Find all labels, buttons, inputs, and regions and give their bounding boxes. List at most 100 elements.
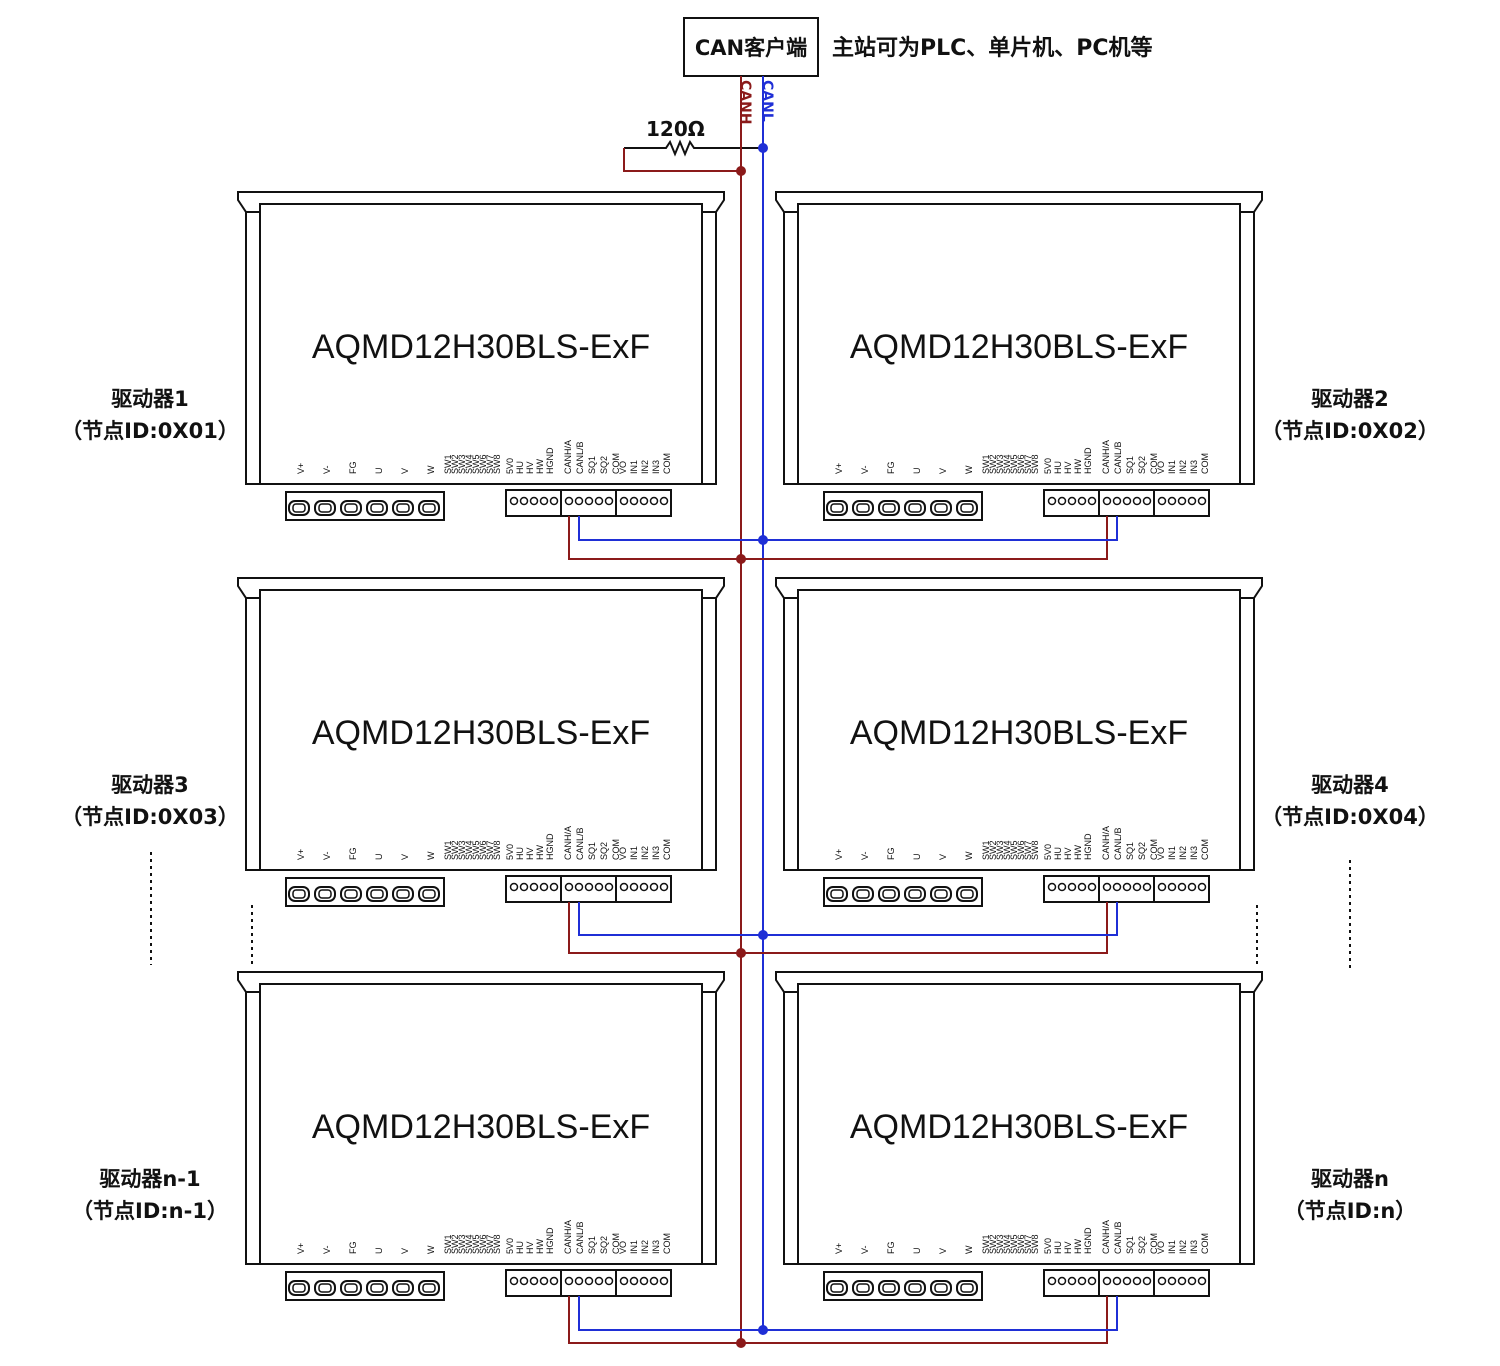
connector-pin bbox=[629, 496, 639, 506]
connector-pin bbox=[529, 496, 539, 506]
pin-label: SW6 bbox=[1016, 840, 1026, 860]
pin-label: U bbox=[374, 468, 384, 475]
pin-label: HV bbox=[525, 847, 535, 860]
canh-junction bbox=[736, 166, 746, 176]
pin-label: SW3 bbox=[457, 840, 467, 860]
pin-label: IN2 bbox=[1178, 460, 1188, 474]
connector-pin bbox=[1087, 882, 1097, 892]
connector-pin bbox=[1142, 1276, 1152, 1286]
driver-left-rail bbox=[245, 211, 261, 485]
pin-label: V bbox=[938, 468, 948, 474]
connector-pin bbox=[584, 496, 594, 506]
pin-label: SW2 bbox=[450, 454, 460, 474]
connector-pin bbox=[549, 1276, 559, 1286]
connector-pin bbox=[1132, 1276, 1142, 1286]
driver-model-label: AQMD12H30BLS-ExF bbox=[850, 1108, 1188, 1146]
connector-pin bbox=[1187, 496, 1197, 506]
power-terminal-block bbox=[285, 1271, 445, 1301]
pin-label: HW bbox=[535, 845, 545, 860]
pin-label: SQ1 bbox=[587, 842, 597, 860]
can-client-box bbox=[683, 17, 819, 77]
driver-right-rail bbox=[1239, 991, 1255, 1265]
screw-head bbox=[908, 503, 922, 513]
pin-label: U bbox=[912, 468, 922, 475]
pin-label: IN2 bbox=[640, 1240, 650, 1254]
pin-label: FG bbox=[886, 848, 896, 861]
driver-body bbox=[797, 203, 1241, 485]
pin-label: SW4 bbox=[464, 454, 474, 474]
pin-label: CANH/A bbox=[1101, 826, 1111, 860]
master-note: 主站可为PLC、单片机、PC机等 bbox=[832, 35, 1153, 61]
connector-pin bbox=[619, 1276, 629, 1286]
pin-label: COM bbox=[662, 839, 672, 860]
screw-head bbox=[934, 889, 948, 899]
connector-pin bbox=[519, 496, 529, 506]
pin-label: COM bbox=[1149, 839, 1159, 860]
connector-pin bbox=[1087, 1276, 1097, 1286]
pin-label: HW bbox=[1073, 845, 1083, 860]
pin-label: SW5 bbox=[471, 1234, 481, 1254]
connector-pin bbox=[1087, 496, 1097, 506]
pin-label: HV bbox=[1063, 847, 1073, 860]
pin-label: HU bbox=[515, 461, 525, 474]
connector-pin bbox=[1122, 496, 1132, 506]
pin-label: SW2 bbox=[988, 454, 998, 474]
pin-label: SW6 bbox=[478, 840, 488, 860]
connector-pin bbox=[1177, 496, 1187, 506]
connector-pin bbox=[594, 496, 604, 506]
pin-label: SQ1 bbox=[1125, 842, 1135, 860]
canl-junction bbox=[758, 930, 768, 940]
power-terminal-block bbox=[285, 877, 445, 907]
pin-label: V bbox=[400, 1248, 410, 1254]
pin-label: SQ1 bbox=[587, 456, 597, 474]
connector-pin bbox=[539, 496, 549, 506]
screw-head bbox=[908, 1283, 922, 1293]
pin-label: HV bbox=[1063, 461, 1073, 474]
pin-label: SW4 bbox=[1002, 840, 1012, 860]
canl-junction bbox=[758, 535, 768, 545]
connector-pin bbox=[1197, 496, 1207, 506]
connector-pin bbox=[1157, 882, 1167, 892]
pin-label: COM bbox=[1149, 1233, 1159, 1254]
pin-label: SW1 bbox=[443, 1234, 453, 1254]
connector-pin bbox=[1122, 1276, 1132, 1286]
pin-label: 5V0 bbox=[1043, 844, 1053, 860]
pin-label: SW4 bbox=[1002, 454, 1012, 474]
driver-name-label: 驱动器2 bbox=[1311, 387, 1389, 411]
screw-head bbox=[882, 1283, 896, 1293]
connector-pin bbox=[519, 882, 529, 892]
screw-head bbox=[830, 503, 844, 513]
pin-label: W bbox=[426, 851, 436, 860]
driver-node-id-label: （节点ID:0X03） bbox=[61, 805, 239, 829]
resistor-label: 120Ω bbox=[646, 117, 705, 141]
canl-drop-wire bbox=[578, 1296, 763, 1331]
pin-label: SW6 bbox=[478, 1234, 488, 1254]
pin-label: V+ bbox=[834, 1243, 844, 1254]
pin-label: CANL/B bbox=[575, 441, 585, 474]
pin-label: V- bbox=[860, 1245, 870, 1254]
pin-label: CANH/A bbox=[1101, 1220, 1111, 1254]
connector-pin bbox=[604, 882, 614, 892]
pin-label: FG bbox=[886, 1242, 896, 1255]
pin-label: 5V0 bbox=[1043, 458, 1053, 474]
pin-label: SW4 bbox=[464, 1234, 474, 1254]
pin-label: IN1 bbox=[1167, 460, 1177, 474]
pin-label: FG bbox=[886, 462, 896, 475]
pin-label: CANL/B bbox=[1113, 441, 1123, 474]
pin-label: V+ bbox=[834, 463, 844, 474]
canl-label: CANL bbox=[759, 80, 775, 122]
connector-pin bbox=[549, 496, 559, 506]
pin-label: SW8 bbox=[1030, 840, 1040, 860]
connector-pin bbox=[1057, 882, 1067, 892]
pin-label: CANH/A bbox=[563, 826, 573, 860]
pin-label: HGND bbox=[1083, 447, 1093, 474]
pin-label: IN1 bbox=[629, 846, 639, 860]
power-terminal-block bbox=[285, 491, 445, 521]
connector-pin bbox=[649, 1276, 659, 1286]
pin-label: SW5 bbox=[471, 840, 481, 860]
connector-pin bbox=[1067, 496, 1077, 506]
pin-label: 5V0 bbox=[505, 458, 515, 474]
connector-pin bbox=[1047, 882, 1057, 892]
driver-left-rail bbox=[245, 597, 261, 871]
